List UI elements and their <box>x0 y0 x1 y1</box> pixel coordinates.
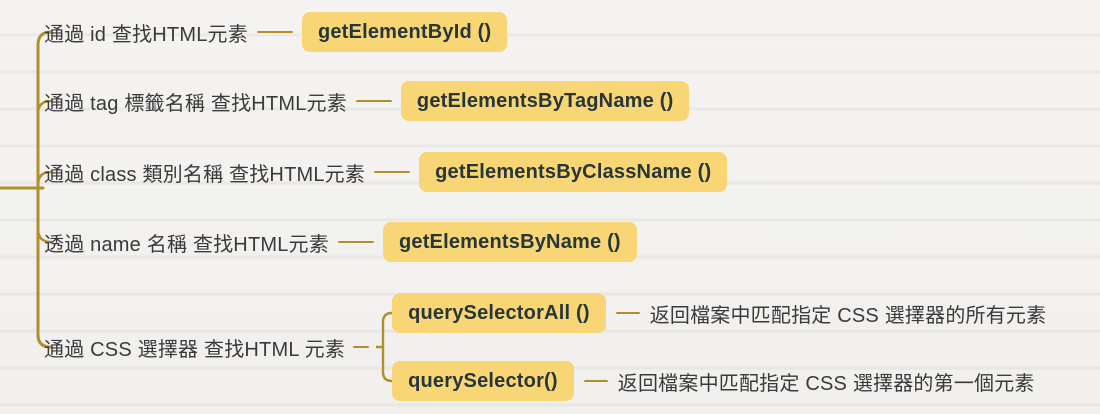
connector-line <box>374 170 411 174</box>
method-node[interactable]: getElementsByClassName () <box>419 152 728 192</box>
branch-label[interactable]: 透過 name 名稱 查找HTML元素 <box>44 233 329 256</box>
connector-line <box>256 30 293 34</box>
branch-row-name: 透過 name 名稱 查找HTML元素 getElementsByName () <box>44 222 637 262</box>
method-node[interactable]: getElementById () <box>301 12 508 52</box>
fork-connector <box>376 311 393 383</box>
branch-label[interactable]: 通過 id 查找HTML元素 <box>44 23 248 46</box>
method-node[interactable]: getElementsByTagName () <box>400 81 690 121</box>
child-branch-row-queryselector: querySelector() 返回檔案中匹配指定 CSS 選擇器的第一個元素 <box>392 361 1046 401</box>
connector-line <box>337 240 374 244</box>
connector-line <box>353 345 370 349</box>
branch-label[interactable]: 通過 class 類別名稱 查找HTML元素 <box>44 163 366 186</box>
method-node[interactable]: getElementsByName () <box>382 222 637 262</box>
branch-label[interactable]: 通過 CSS 選擇器 查找HTML 元素 <box>44 338 346 361</box>
method-node[interactable]: querySelectorAll () <box>392 293 606 333</box>
branch-row-id: 通過 id 查找HTML元素 getElementById () <box>44 12 508 52</box>
connector-line <box>583 379 608 383</box>
method-description[interactable]: 返回檔案中匹配指定 CSS 選擇器的所有元素 <box>649 304 1047 327</box>
branch-row-class: 通過 class 類別名稱 查找HTML元素 getElementsByClas… <box>44 152 728 192</box>
connector-line <box>355 99 392 103</box>
method-node[interactable]: querySelector() <box>392 361 574 401</box>
child-branch-row-queryselectorall: querySelectorAll () 返回檔案中匹配指定 CSS 選擇器的所有… <box>392 293 1046 333</box>
child-branch-column: querySelectorAll () 返回檔案中匹配指定 CSS 選擇器的所有… <box>392 293 1046 401</box>
branch-row-tag: 通過 tag 標籤名稱 查找HTML元素 getElementsByTagNam… <box>44 81 690 121</box>
branch-row-css-selector: 通過 CSS 選擇器 查找HTML 元素 querySelectorAll ()… <box>44 293 1046 401</box>
method-description[interactable]: 返回檔案中匹配指定 CSS 選擇器的第一個元素 <box>617 372 1035 395</box>
branch-label[interactable]: 通過 tag 標籤名稱 查找HTML元素 <box>44 92 347 115</box>
connector-line <box>615 311 640 315</box>
